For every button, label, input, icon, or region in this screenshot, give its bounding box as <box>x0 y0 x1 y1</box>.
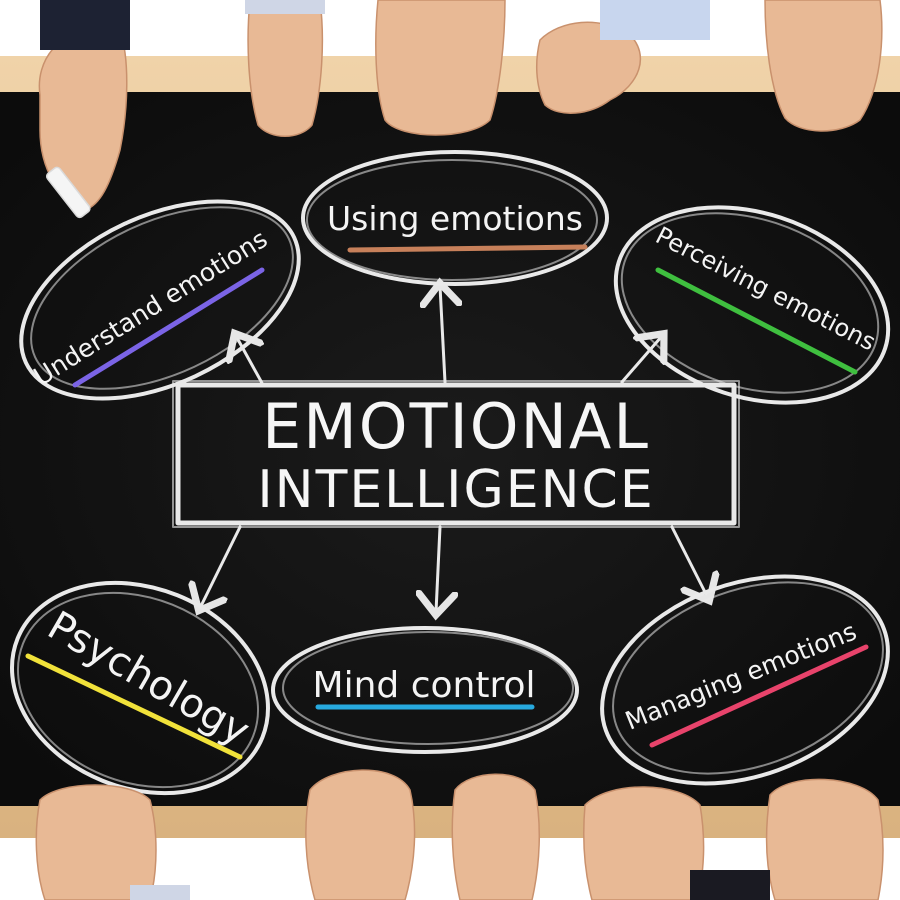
node-psychology-underline <box>25 653 243 760</box>
sleeve-bottom-left <box>130 885 190 900</box>
sleeve-top-mid <box>245 0 325 14</box>
hand-bottom-4 <box>582 786 705 900</box>
arrow-to-managing <box>670 525 708 598</box>
arrow-to-psychology <box>200 525 242 608</box>
center-title-line1: EMOTIONAL <box>262 390 650 463</box>
node-using-label: Using emotions <box>327 199 583 238</box>
sleeve-top-right-mid <box>600 0 710 40</box>
arrow-to-mind <box>436 525 440 612</box>
hands <box>35 0 884 900</box>
arrow-to-understand <box>236 336 262 385</box>
node-managing-underline <box>649 644 869 748</box>
node-using-underline <box>347 244 588 253</box>
node-perceiving-underline <box>655 267 858 375</box>
hand-bottom-1 <box>35 784 157 900</box>
hand-top-3 <box>375 0 506 136</box>
center-title-line2: INTELLIGENCE <box>257 460 654 520</box>
center-box: EMOTIONAL INTELLIGENCE <box>172 380 740 528</box>
node-using: Using emotions <box>301 150 609 286</box>
chalk-stick <box>45 166 91 219</box>
arrow-to-using <box>440 286 445 384</box>
hand-bottom-3 <box>451 773 540 900</box>
hand-top-4 <box>535 21 641 114</box>
node-understand-underline <box>72 267 265 388</box>
node-mind-label: Mind control <box>313 665 536 706</box>
sleeve-bottom-right <box>690 870 770 900</box>
sleeves <box>40 0 770 900</box>
hand-top-2 <box>247 0 324 137</box>
sleeve-top-left <box>40 0 130 50</box>
hand-bottom-2 <box>305 769 416 900</box>
node-mind: Mind control <box>271 626 579 754</box>
hand-bottom-right <box>765 778 884 900</box>
hand-top-right <box>764 0 883 132</box>
